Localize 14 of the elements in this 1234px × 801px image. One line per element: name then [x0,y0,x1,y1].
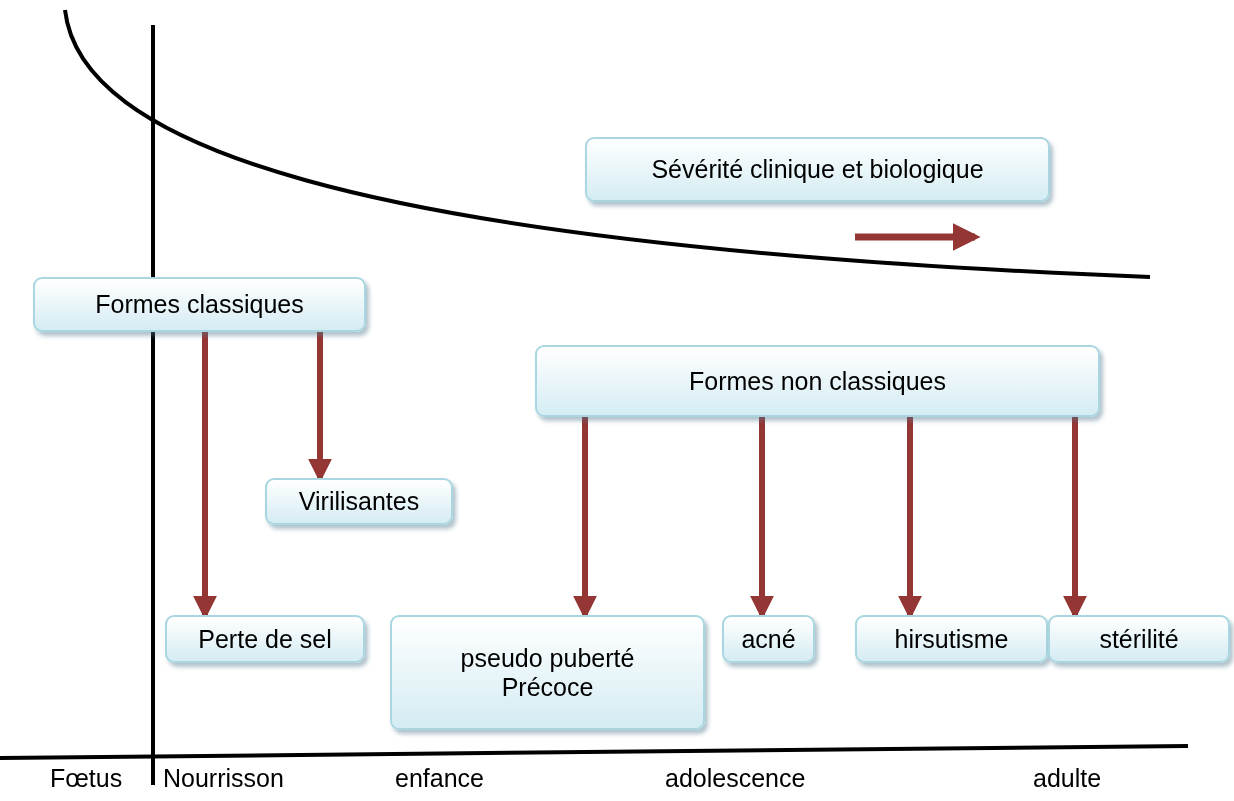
text-box: hirsutisme [855,615,1048,663]
timeline-label: adulte [1033,764,1102,793]
timeline-label: Fœtus [50,764,123,793]
text-box: acné [722,615,815,663]
text-box: stérilité [1048,615,1230,663]
text-box: Formes classiques [33,277,366,332]
text-box: Formes non classiques [535,345,1100,417]
timeline-label: adolescence [665,764,806,793]
timeline-label: enfance [395,764,484,793]
text-box: Virilisantes [265,478,453,525]
text-box: Sévérité clinique et biologique [585,137,1050,202]
text-box: Perte de sel [165,615,365,663]
timeline-label: Nourrisson [163,764,284,793]
text-box: pseudo puberté Précoce [390,615,705,730]
